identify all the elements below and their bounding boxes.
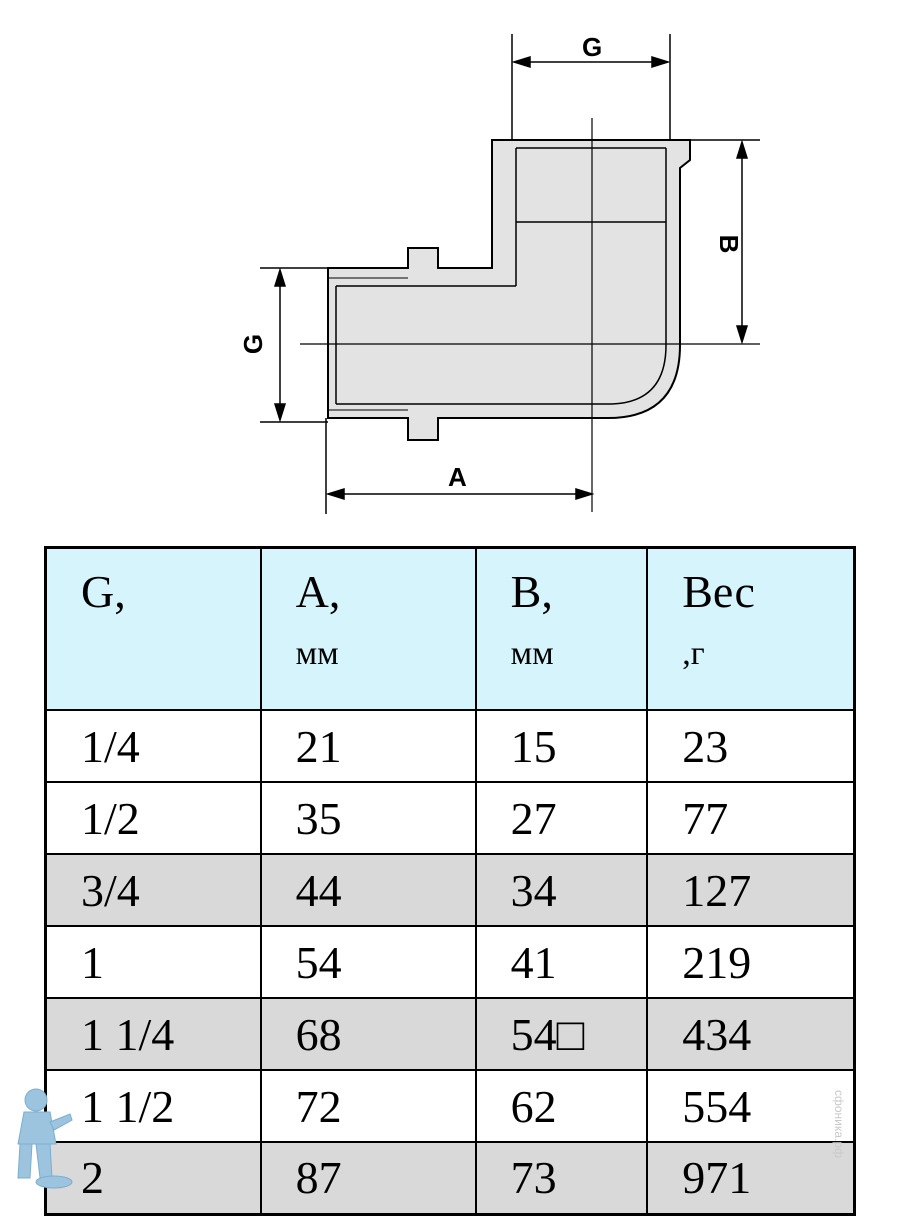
- dimension-right-b: [690, 139, 760, 345]
- cell-a: 68: [259, 997, 477, 1071]
- cell-a: 72: [259, 1069, 477, 1143]
- cell-g: 1: [44, 925, 262, 999]
- cell-g: 1/4: [44, 709, 262, 783]
- elbow-body: [327, 139, 691, 441]
- site-watermark: сфоника.рф: [832, 1090, 846, 1158]
- cell-weight: 77: [646, 781, 856, 855]
- dimension-label-top: G: [582, 32, 602, 62]
- cell-b: 27: [474, 781, 649, 855]
- header-unit: ,г: [682, 635, 705, 672]
- cell-a: 87: [259, 1141, 477, 1215]
- cell-b: 15: [474, 709, 649, 783]
- header-label: G,: [81, 566, 126, 617]
- header-a: A, мм: [259, 546, 477, 711]
- cell-a: 44: [259, 853, 477, 927]
- cell-g: 2: [44, 1141, 262, 1215]
- cell-weight: 554: [646, 1069, 856, 1143]
- dimension-top-g: [511, 34, 671, 140]
- dimension-bottom-a: [325, 418, 595, 514]
- elbow-inner-lines: [328, 147, 667, 411]
- fitting-drawing: G G B A: [238, 32, 760, 514]
- plumber-mascot-icon: [17, 1088, 73, 1189]
- cell-a: 21: [259, 709, 477, 783]
- cell-g: 3/4: [44, 853, 262, 927]
- cell-b: 54□: [474, 997, 649, 1071]
- header-label: Вес: [682, 566, 755, 617]
- dimension-label-left: G: [238, 334, 268, 354]
- cell-weight: 219: [646, 925, 856, 999]
- cell-g: 1 1/2: [44, 1069, 262, 1143]
- table-header-row: G, A, мм B, мм Вес ,г: [44, 546, 856, 711]
- cell-weight: 434: [646, 997, 856, 1071]
- dimension-left-g: [260, 267, 328, 423]
- cell-a: 54: [259, 925, 477, 999]
- cell-b: 73: [474, 1141, 649, 1215]
- cell-weight: 971: [646, 1141, 856, 1215]
- header-b: B, мм: [474, 546, 649, 711]
- cell-b: 34: [474, 853, 649, 927]
- header-label: B,: [510, 566, 553, 617]
- cell-b: 41: [474, 925, 649, 999]
- cell-g: 1/2: [44, 781, 262, 855]
- cell-b: 62: [474, 1069, 649, 1143]
- cell-g: 1 1/4: [44, 997, 262, 1071]
- dimension-label-right: B: [714, 235, 744, 254]
- cell-a: 35: [259, 781, 477, 855]
- header-unit: мм: [510, 635, 554, 672]
- cell-weight: 127: [646, 853, 856, 927]
- center-lines: [300, 118, 760, 512]
- dimension-label-bottom: A: [448, 462, 467, 492]
- header-unit: мм: [295, 635, 339, 672]
- header-g: G,: [44, 546, 262, 711]
- cell-weight: 23: [646, 709, 856, 783]
- header-label: A,: [295, 566, 341, 617]
- header-weight: Вес ,г: [646, 546, 856, 711]
